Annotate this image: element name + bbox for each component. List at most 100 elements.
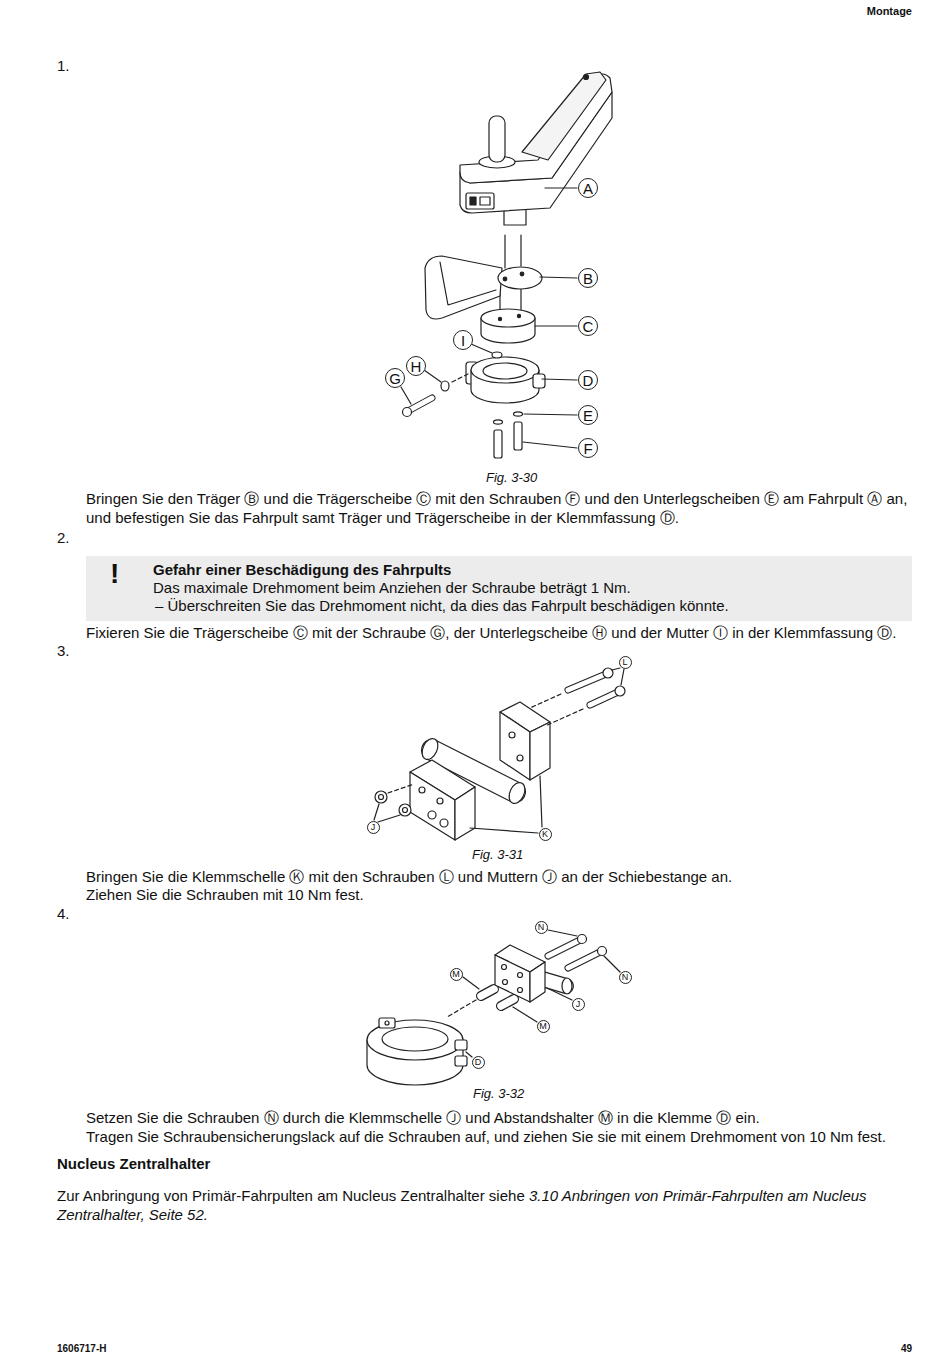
- washer: [494, 420, 503, 424]
- callout-circle: C: [578, 316, 598, 336]
- text-block: Ziehen Sie die Schrauben mit 10 Nm fest.: [86, 885, 916, 904]
- clamp-lug: [455, 1056, 467, 1066]
- screw: [514, 422, 522, 450]
- clamp-half-front: [500, 712, 530, 780]
- guide-line: [530, 694, 561, 708]
- guide-line: [545, 709, 583, 726]
- callout-circle: K: [539, 828, 552, 841]
- step-number: 1.: [57, 57, 70, 74]
- warning-instruction: – Überschreiten Sie das Drehmoment nicht…: [153, 597, 900, 615]
- screw-outline: [568, 674, 606, 690]
- spacer-body: [501, 999, 514, 1006]
- callout-letter: A: [583, 181, 593, 196]
- leader-line: [466, 1052, 472, 1057]
- section-heading: Nucleus Zentralhalter: [57, 1155, 210, 1172]
- text-block: Nucleus Zentralhalter: [57, 1154, 210, 1173]
- text-block: Fig. 3-30: [486, 469, 537, 486]
- guide-line: [520, 288, 521, 310]
- screw-head: [603, 668, 613, 678]
- screw-body: [568, 952, 600, 968]
- page-number: 49: [901, 1343, 912, 1354]
- guide-line: [447, 1000, 476, 1017]
- hole: [518, 988, 523, 993]
- hole: [502, 965, 507, 970]
- screw-outline: [568, 952, 600, 968]
- text-block: Fixieren Sie die Trägerscheibe Ⓒ mit der…: [86, 623, 926, 642]
- leader-line: [545, 187, 577, 188]
- hole: [503, 980, 508, 985]
- leader-line: [540, 776, 542, 827]
- warning-heading: Gefahr einer Beschädigung des Fahrpults: [153, 561, 900, 579]
- callout-circle: F: [578, 438, 598, 458]
- leader-line: [470, 828, 538, 833]
- callout-letter: D: [475, 1058, 482, 1067]
- instruction-text: Tragen Sie Schraubensicherungslack auf d…: [86, 1128, 886, 1145]
- panel-buttons: [466, 193, 494, 209]
- screw-outline: [408, 398, 432, 411]
- leader-line: [535, 325, 577, 326]
- washer: [514, 412, 523, 416]
- callout-circle: J: [367, 821, 380, 834]
- step-number: 2.: [57, 529, 70, 546]
- warning-box: ! Gefahr einer Beschädigung des Fahrpults…: [86, 556, 912, 621]
- guide-line: [520, 235, 521, 266]
- warning-icon: !: [110, 558, 119, 590]
- bracket-plate: [498, 267, 542, 289]
- hole: [518, 973, 523, 978]
- joystick-knob: [489, 116, 505, 162]
- screw-head: [598, 947, 607, 956]
- callout-letter: E: [583, 408, 593, 423]
- callout-letter: N: [622, 973, 629, 982]
- bracket-edge: [440, 262, 496, 305]
- hole: [428, 811, 436, 819]
- callout-letter: M: [539, 1022, 547, 1031]
- leader-line: [621, 669, 624, 685]
- hole: [509, 732, 515, 738]
- callout-letter: L: [622, 658, 627, 667]
- nut: [375, 791, 387, 803]
- callout-letter: K: [542, 830, 548, 839]
- guide-line: [388, 784, 414, 793]
- leader-line: [604, 956, 620, 972]
- text-block: 4.: [57, 904, 70, 923]
- instruction-text: Ziehen Sie die Schrauben mit 10 Nm fest.: [86, 886, 364, 903]
- leader-line: [547, 988, 572, 1000]
- leader-line: [524, 414, 577, 415]
- text-block: Setzen Sie die Schrauben Ⓝ durch die Kle…: [86, 1108, 916, 1127]
- callout-circle: D: [578, 370, 598, 390]
- clamp-bore: [483, 363, 527, 379]
- leader-line: [463, 977, 479, 989]
- step-number: 3.: [57, 642, 70, 659]
- callout-letter: D: [583, 373, 594, 388]
- spacer-body: [481, 989, 494, 996]
- text-block: Tragen Sie Schraubensicherungslack auf d…: [86, 1127, 931, 1146]
- instruction-text: Fixieren Sie die Trägerscheibe Ⓒ mit der…: [86, 624, 896, 641]
- leader-line: [401, 387, 411, 404]
- leader-line: [548, 930, 577, 936]
- callout-letter: F: [583, 441, 592, 456]
- clamp-lug: [455, 1040, 467, 1050]
- figure-caption: Fig. 3-32: [473, 1086, 524, 1101]
- bracket: [425, 256, 502, 319]
- text-block: 1606717-H: [57, 1342, 106, 1356]
- screw-head: [615, 686, 625, 696]
- leader-line: [513, 1007, 537, 1022]
- hole: [517, 314, 520, 317]
- callout-letter: J: [576, 1000, 581, 1009]
- callout-circle: N: [535, 921, 548, 934]
- callout-letter: B: [583, 271, 593, 286]
- guide-line: [504, 235, 505, 268]
- leader-line: [612, 668, 620, 670]
- nut-bore: [403, 808, 408, 813]
- nut-bore: [379, 795, 384, 800]
- hole: [419, 787, 425, 793]
- hole: [498, 317, 501, 320]
- text-block: Bringen Sie die Klemmschelle Ⓚ mit den S…: [86, 867, 916, 886]
- callout-circle: A: [578, 178, 598, 198]
- warning-text: Das maximale Drehmoment beim Anziehen de…: [153, 579, 900, 597]
- callout-letter: G: [389, 371, 401, 386]
- clamp-top: [471, 357, 539, 383]
- clamp-bore: [382, 1027, 448, 1051]
- clamp-half-side: [530, 962, 545, 1002]
